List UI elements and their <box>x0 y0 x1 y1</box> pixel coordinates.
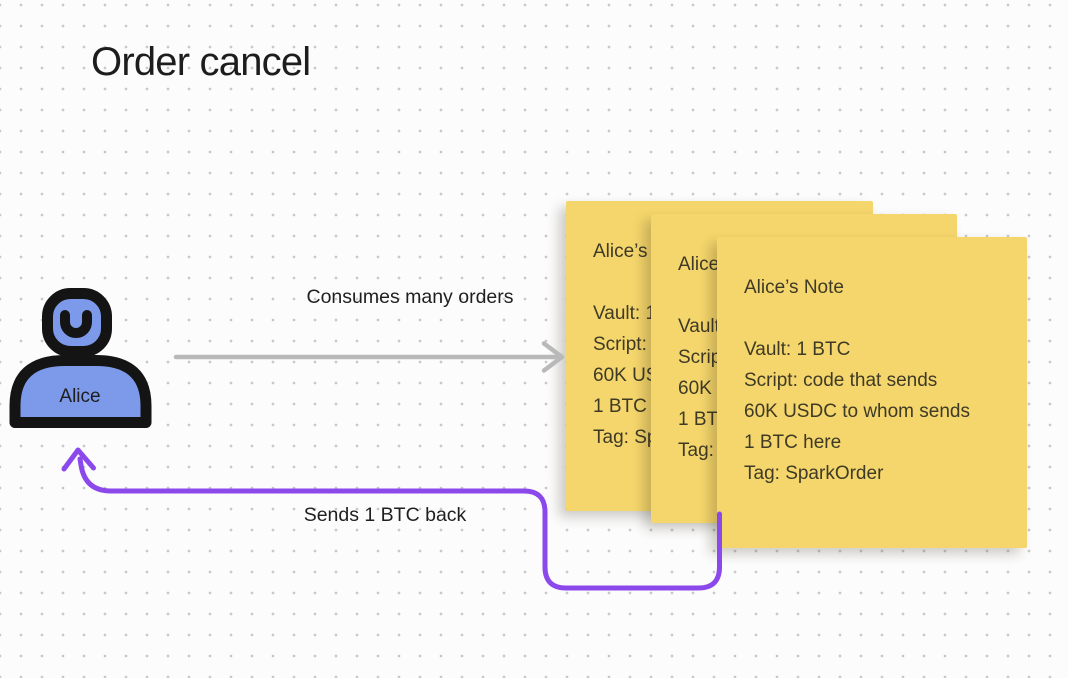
sends-back-arrowhead-icon <box>61 447 96 472</box>
consumes-arrow-label: Consumes many orders <box>306 286 514 308</box>
actor-head <box>42 288 112 357</box>
note-body: Vault: 1 BTC Script: code that sends 60K… <box>744 339 970 484</box>
actor-label: Alice <box>59 386 100 407</box>
consumes-arrow[interactable] <box>173 341 565 373</box>
actor-alice[interactable]: Alice <box>1 278 161 430</box>
sends-back-arrow-label: Sends 1 BTC back <box>303 504 467 526</box>
actor-smile-icon <box>60 310 92 338</box>
page-title: Order cancel <box>91 40 311 84</box>
actor-body <box>9 355 152 428</box>
note-title: Alice’s Note <box>744 277 844 298</box>
sticky-note-front[interactable]: Alice’s Note Vault: 1 BTC Script: code t… <box>717 237 1027 548</box>
consumes-arrowhead-icon <box>541 341 565 373</box>
